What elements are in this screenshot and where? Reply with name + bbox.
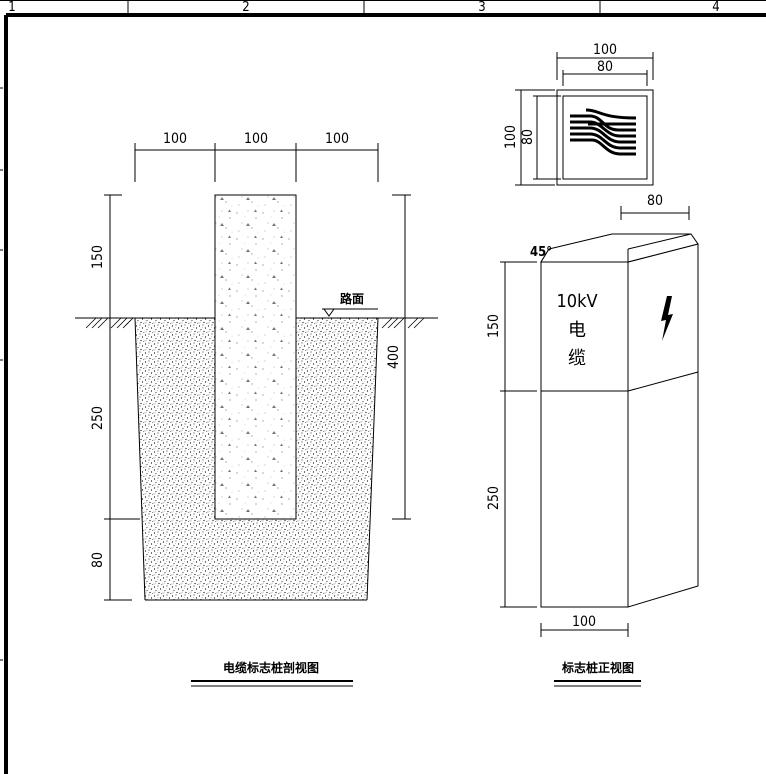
top-dim-inner: 80 (597, 59, 613, 75)
section-view-title: 电缆标志桩剖视图 (223, 660, 319, 675)
grid-label-2: 2 (242, 0, 249, 15)
ground-label: 路面 (340, 291, 364, 306)
front-view-title: 标志桩正视图 (561, 660, 634, 675)
top-view: 100 80 100 80 (503, 42, 654, 186)
pit-left-edge (134, 317, 146, 601)
ground-hatch-icon (85, 317, 425, 329)
dim-left-150: 150 (90, 245, 106, 269)
plate-voltage: 10kV (556, 291, 597, 312)
front-dim-upper: 150 (486, 314, 502, 338)
dim-left (104, 194, 140, 601)
front-view: 45° 10kV 电 缆 80 150 250 100 标志桩正视图 (486, 193, 699, 687)
grid-label-1: 1 (8, 0, 15, 15)
concrete-post (214, 194, 297, 520)
lightning-bolt-icon (661, 296, 673, 341)
top-dim-outer-v: 100 (503, 125, 519, 149)
dim-right (392, 194, 411, 520)
front-dim-bottom: 100 (572, 614, 596, 630)
dim-top-2: 100 (244, 131, 268, 147)
top-bevel (540, 233, 699, 263)
dim-right-400: 400 (386, 345, 402, 369)
top-view-dims (515, 52, 654, 186)
dim-top-1: 100 (163, 131, 187, 147)
dim-left-80: 80 (90, 552, 106, 568)
plate-char-2: 缆 (568, 348, 586, 369)
dim-top-3: 100 (325, 131, 349, 147)
plate-char-1: 电 (568, 320, 586, 341)
front-dim-side: 80 (647, 193, 663, 209)
right-face (627, 243, 699, 608)
cable-bundle-icon (570, 108, 637, 156)
ground-level-marker-icon (322, 308, 378, 317)
pit-right-edge (366, 317, 379, 601)
top-dim-outer: 100 (593, 42, 617, 58)
top-dim-inner-v: 80 (520, 129, 536, 145)
dim-top (134, 143, 379, 182)
grid-label-4: 4 (712, 0, 719, 15)
front-view-dims (500, 206, 690, 637)
angle-label: 45° (530, 245, 552, 260)
section-view: 路面 100 100 100 150 250 80 400 (75, 131, 438, 687)
front-dim-lower: 250 (486, 486, 502, 510)
dim-left-250: 250 (90, 406, 106, 430)
grid-label-3: 3 (478, 0, 485, 15)
